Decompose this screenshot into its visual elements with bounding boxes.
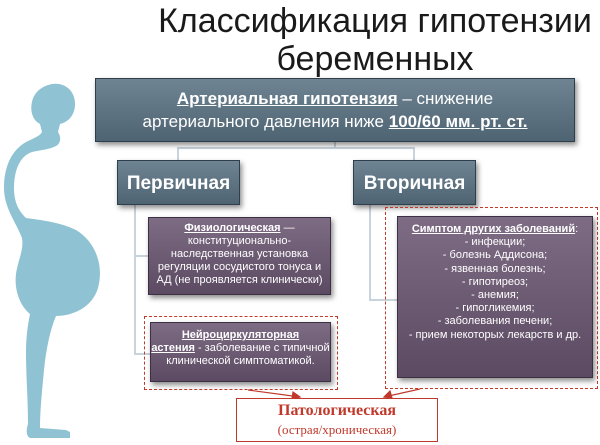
neuro-text: - заболевание с типичной клинической сим…: [166, 342, 330, 367]
symptom-colon: :: [575, 223, 579, 235]
symptom-item: - болезнь Аддисона;: [442, 249, 548, 262]
neuro-term-1: Нейроциркуляторная: [181, 329, 300, 341]
definition-term: Артериальная гипотензия: [176, 89, 398, 108]
symptom-heading-line: Симптом других заболеваний:: [398, 223, 592, 236]
page-title: Классификация гипотензии беременных: [150, 2, 600, 78]
neuro-dashed-frame: [144, 316, 338, 390]
symptom-dashed-frame: [385, 207, 598, 389]
definition-dash: –: [397, 89, 417, 108]
definition-line-1: Артериальная гипотензия – снижение: [96, 87, 574, 110]
pathological-box: Патологическая (острая/хроническая): [236, 398, 438, 442]
pathological-title: Патологическая: [278, 402, 396, 419]
physiological-dash: —: [280, 222, 295, 234]
physiological-text: конституционально-наследственная установ…: [156, 235, 323, 286]
pregnant-woman-silhouette: [4, 83, 100, 438]
symptom-item: - прием некоторых лекарств и др.: [408, 328, 582, 341]
definition-value: 100/60 мм. рт. ст.: [388, 112, 528, 131]
definition-box: Артериальная гипотензия – снижение артер…: [95, 78, 575, 142]
symptom-item: - гипотиреоз;: [461, 275, 529, 288]
symptom-item: - анемия;: [471, 289, 519, 302]
primary-box: Первичная: [117, 160, 240, 205]
symptom-heading: Симптом других заболеваний: [411, 223, 576, 235]
definition-line-2: артериального давления ниже 100/60 мм. р…: [96, 110, 574, 133]
physiological-box: Физиологическая — конституционально-насл…: [148, 217, 331, 295]
symptom-item: - инфекции;: [464, 236, 526, 249]
symptom-item: - гипогликемия;: [455, 302, 535, 315]
title-line-2: беременных: [276, 40, 474, 78]
neuro-term-2: астения: [151, 342, 195, 354]
neurocirculatory-box: Нейроциркуляторная астения - заболевание…: [150, 322, 331, 382]
secondary-box: Вторичная: [353, 160, 476, 205]
symptom-item: - заболевания печени;: [437, 315, 553, 328]
symptom-item: - язвенная болезнь;: [444, 262, 546, 275]
symptom-box: Симптом других заболеваний: - инфекции; …: [397, 216, 593, 378]
title-line-1: Классификация гипотензии: [158, 2, 592, 40]
physiological-term: Физиологическая: [184, 222, 281, 234]
definition-text-2: артериального давления ниже: [142, 112, 389, 131]
definition-text-1: снижение: [416, 89, 494, 108]
pathological-subtitle: (острая/хроническая): [277, 422, 397, 437]
